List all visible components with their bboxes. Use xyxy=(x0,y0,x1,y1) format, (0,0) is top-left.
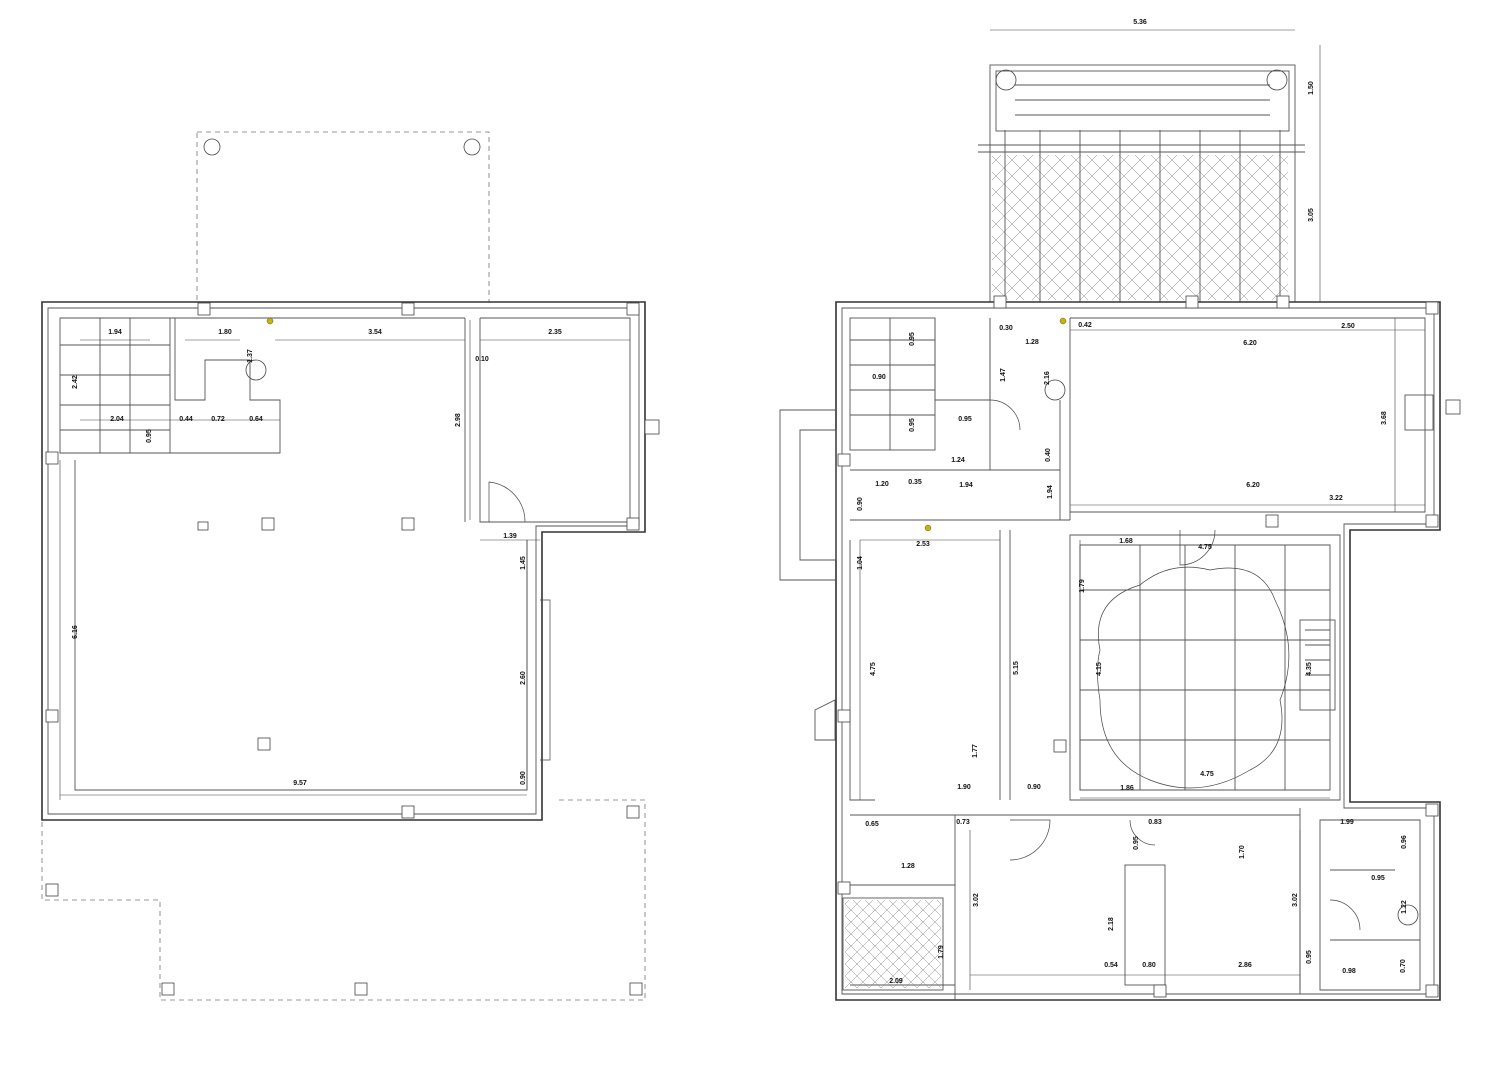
dimension-label: 1.90 xyxy=(957,784,971,791)
patio-lattice xyxy=(844,899,942,989)
dimension-label: 0.72 xyxy=(211,416,225,423)
dimension-label: 0.70 xyxy=(1400,959,1407,973)
dimension-label: 3.02 xyxy=(1292,893,1299,907)
dimension-label: 1.79 xyxy=(938,945,945,959)
dimension-label: 2.86 xyxy=(1238,962,1252,969)
dimension-label: 3.22 xyxy=(1329,495,1343,502)
dimension-label: 5.15 xyxy=(1013,661,1020,675)
dimension-label: 0.10 xyxy=(475,356,489,363)
dimension-label: 3.05 xyxy=(1308,208,1315,222)
dimension-label: 1.50 xyxy=(1308,81,1315,95)
dimension-label: 0.95 xyxy=(909,418,916,432)
dimension-label: 0.90 xyxy=(872,374,886,381)
dimension-label: 1.37 xyxy=(247,349,254,363)
dimension-label: 9.57 xyxy=(293,780,307,787)
dimension-label: 1.20 xyxy=(875,481,889,488)
dimension-label: 3.02 xyxy=(973,893,980,907)
dimension-label: 2.35 xyxy=(548,329,562,336)
dimension-label: 1.94 xyxy=(108,329,122,336)
dimension-label: 4.15 xyxy=(1096,662,1103,676)
dimension-label: 0.90 xyxy=(857,497,864,511)
dimension-label: 0.98 xyxy=(1342,968,1356,975)
dimension-labels: 1.94 1.80 3.54 2.35 1.37 0.10 2.42 2.04 0.44 0.72… xyxy=(72,19,1408,985)
dimension-label: 3.68 xyxy=(1381,411,1388,425)
dimension-label: 1.86 xyxy=(1120,785,1134,792)
dimension-label: 2.60 xyxy=(520,671,527,685)
dimension-label: 1.47 xyxy=(1000,368,1007,382)
dimension-label: 0.64 xyxy=(249,416,263,423)
dimension-label: 1.80 xyxy=(218,329,232,336)
dimension-label: 4.75 xyxy=(1198,544,1212,551)
dimension-label: 1.79 xyxy=(1079,579,1086,593)
dimension-label: 0.95 xyxy=(1306,950,1313,964)
dimension-label: 1.94 xyxy=(959,482,973,489)
dimension-label: 3.54 xyxy=(368,329,382,336)
dimension-label: 2.53 xyxy=(916,541,930,548)
dimension-label: 0.95 xyxy=(958,416,972,423)
dimension-label: 6.16 xyxy=(72,625,79,639)
right-floor-plan xyxy=(779,29,1461,1001)
dimension-label: 1.24 xyxy=(951,457,965,464)
dimension-label: 1.68 xyxy=(1119,538,1133,545)
dimension-label: 0.95 xyxy=(1133,836,1140,850)
dimension-label: 1.77 xyxy=(972,744,979,758)
dimension-label: 0.83 xyxy=(1148,819,1162,826)
dimension-label: 6.20 xyxy=(1243,340,1257,347)
dimension-label: 2.50 xyxy=(1341,323,1355,330)
dimension-label: 2.18 xyxy=(1108,917,1115,931)
dimension-label: 6.20 xyxy=(1246,482,1260,489)
dimension-label: 0.80 xyxy=(1142,962,1156,969)
dimension-label: 0.54 xyxy=(1104,962,1118,969)
dimension-label: 0.65 xyxy=(865,821,879,828)
dimension-label: 2.98 xyxy=(455,413,462,427)
dimension-label: 0.95 xyxy=(909,332,916,346)
dimension-label: 0.35 xyxy=(908,479,922,486)
dimension-label: 0.96 xyxy=(1401,835,1408,849)
dimension-label: 2.42 xyxy=(72,375,79,389)
dimension-label: 5.36 xyxy=(1133,19,1147,26)
dimension-label: 0.44 xyxy=(179,416,193,423)
dimension-label: 1.28 xyxy=(901,863,915,870)
dimension-label: 1.04 xyxy=(857,556,864,570)
dimension-label: 0.40 xyxy=(1045,448,1052,462)
dimension-label: 2.09 xyxy=(889,978,903,985)
dimension-label: 4.75 xyxy=(870,662,877,676)
dimension-label: 0.95 xyxy=(1371,875,1385,882)
pergola-lattice xyxy=(991,154,1289,301)
dimension-label: 0.42 xyxy=(1078,322,1092,329)
dimension-label: 2.04 xyxy=(110,416,124,423)
dimension-label: 4.35 xyxy=(1306,662,1313,676)
dimension-label: 1.99 xyxy=(1340,819,1354,826)
dimension-label: 0.90 xyxy=(1027,784,1041,791)
dimension-label: 4.75 xyxy=(1200,771,1214,778)
dimension-label: 1.39 xyxy=(503,533,517,540)
left-floor-plan xyxy=(41,131,660,1001)
dimension-label: 1.70 xyxy=(1239,845,1246,859)
dimension-label: 0.90 xyxy=(520,771,527,785)
dimension-label: 0.73 xyxy=(956,819,970,826)
dimension-label: 0.95 xyxy=(146,429,153,443)
dimension-label: 1.28 xyxy=(1025,339,1039,346)
dimension-label: 1.94 xyxy=(1047,485,1054,499)
dimension-label: 2.16 xyxy=(1044,371,1051,385)
dimension-label: 0.30 xyxy=(999,325,1013,332)
dimension-label: 1.45 xyxy=(520,556,527,570)
dimension-label: 1.22 xyxy=(1401,900,1408,914)
